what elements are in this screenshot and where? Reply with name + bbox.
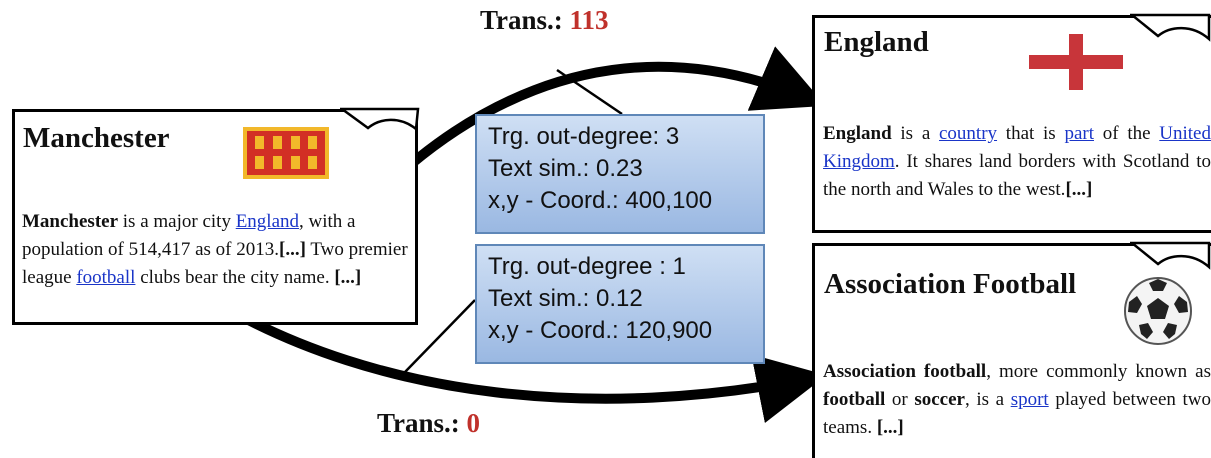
page-curl-icon <box>1130 241 1211 270</box>
text: , with a population of 514,417 as of 201… <box>22 211 356 260</box>
link-united-kingdom[interactable]: United Kingdom <box>823 123 1211 172</box>
target-out-degree: Trg. out-degree : 1 <box>488 253 686 280</box>
link-country[interactable]: country <box>939 123 998 144</box>
text: , more commonly known as <box>986 361 1211 382</box>
link-part[interactable]: part <box>1064 123 1094 144</box>
page-curl-icon <box>1130 13 1211 42</box>
text: clubs bear the city name. <box>135 267 335 288</box>
term-association-football: Association football <box>823 361 987 382</box>
ellipsis: [...] <box>334 267 362 288</box>
term-football: football <box>823 389 886 410</box>
ellipsis: [...] <box>279 239 306 260</box>
link-england[interactable]: England <box>235 211 300 232</box>
connector-bottom <box>404 299 476 373</box>
england-cross-icon <box>1029 34 1123 90</box>
text-similarity: Text sim.: 0.12 <box>488 285 643 312</box>
term-soccer: soccer <box>914 389 965 410</box>
text: . It shares land borders with Scotland t… <box>823 151 1211 200</box>
term-manchester: Manchester <box>22 211 119 232</box>
link-football[interactable]: football <box>76 267 136 288</box>
england-body: England is a country that is part of the… <box>823 120 1211 204</box>
text: is a <box>891 123 939 144</box>
trans-value: 0 <box>466 408 481 438</box>
term-england: England <box>823 123 892 144</box>
trans-label: Trans.: <box>480 5 570 35</box>
trans-value: 113 <box>569 5 609 35</box>
england-card[interactable]: England England is a country that is par… <box>812 15 1211 233</box>
text: or <box>885 389 915 410</box>
football-title: Association Football <box>824 268 1077 300</box>
manchester-flag-icon <box>243 127 329 179</box>
text: of the <box>1094 123 1160 144</box>
text-similarity: Text sim.: 0.23 <box>488 155 643 182</box>
text: Two premier league <box>22 239 408 288</box>
link-features-england: Trg. out-degree: 3 Text sim.: 0.23 x,y -… <box>475 114 765 234</box>
transitions-label-top: Trans.: 113 <box>480 5 609 36</box>
football-card[interactable]: Association Football Association footbal… <box>812 243 1211 458</box>
trans-label: Trans.: <box>377 408 467 438</box>
link-coordinates: x,y - Coord.: 120,900 <box>488 317 713 344</box>
ellipsis: [...] <box>876 417 904 438</box>
manchester-title: Manchester <box>23 122 170 154</box>
soccer-ball-icon <box>1124 277 1192 345</box>
link-sport[interactable]: sport <box>1010 389 1049 410</box>
target-out-degree: Trg. out-degree: 3 <box>488 123 680 150</box>
manchester-card[interactable]: Manchester Manchester is a major city En… <box>12 109 418 325</box>
manchester-body: Manchester is a major city England, with… <box>22 208 414 292</box>
connector-top <box>556 68 623 116</box>
football-body: Association football, more commonly know… <box>823 358 1211 442</box>
text: that is <box>997 123 1065 144</box>
page-curl-icon <box>340 107 420 132</box>
england-title: England <box>824 26 929 58</box>
ellipsis: [...] <box>1065 179 1093 200</box>
arrow-to-football <box>209 295 827 424</box>
link-features-football: Trg. out-degree : 1 Text sim.: 0.12 x,y … <box>475 244 765 364</box>
text: played between two teams. <box>823 389 1211 438</box>
link-coordinates: x,y - Coord.: 400,100 <box>488 187 713 214</box>
text: is a major city <box>118 211 236 232</box>
text: , is a <box>964 389 1011 410</box>
transitions-label-bottom: Trans.: 0 <box>377 408 480 439</box>
